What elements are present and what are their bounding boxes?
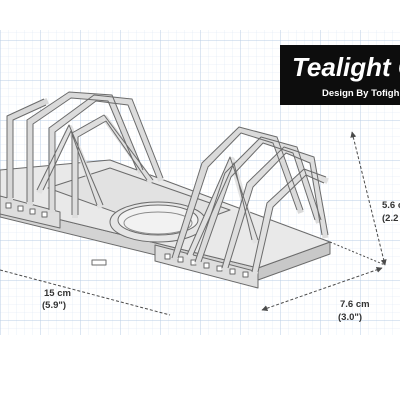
banner-subtitle: Design By Tofigh [322,88,400,99]
dimension-lines [0,131,387,316]
length-cm-label: 15 cm [44,288,71,299]
rail-slots [5,202,249,278]
banner-title: Tealight C [292,52,400,82]
width-in-label: (3.0") [338,312,362,323]
dimension-labels: 15 cm (5.9") 7.6 cm (3.0") 5.6 c (2.2 [42,200,400,323]
title-banner: Tealight C Design By Tofigh [280,45,400,105]
right-truss-outlines [171,126,329,273]
width-dimension-line [261,266,383,312]
tealight-cup-inner [117,204,199,236]
length-in-label: (5.9") [42,300,66,311]
length-dimension-line [0,269,171,316]
left-truss-outlines [6,91,164,215]
tealight-cup-ring [123,211,193,235]
height-extension-line [329,241,386,266]
width-cm-label: 7.6 cm [340,299,370,310]
height-in-label: (2.2 [382,213,398,224]
tealight-holder-model [0,91,331,289]
height-cm-label: 5.6 c [382,200,400,211]
bottom-blank-area [0,335,400,400]
left-trusses [7,92,164,218]
height-dimension-line [350,131,387,266]
